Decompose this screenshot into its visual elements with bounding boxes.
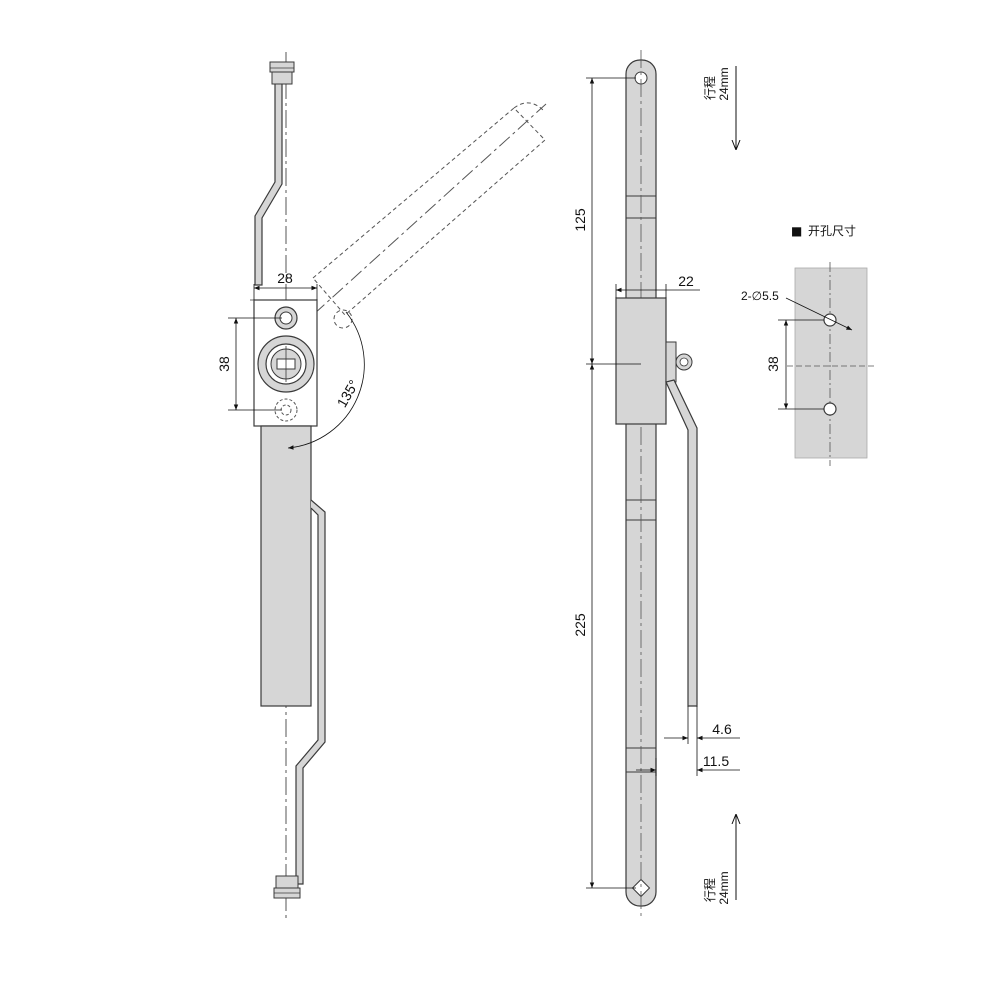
front-handle-rotated-outline: [312, 102, 547, 329]
cutout-hole-bottom: [823, 402, 837, 416]
cutout-title: 开孔尺寸: [808, 224, 856, 238]
side-lock-body: [615, 297, 667, 425]
side-bottom-square-hole: [631, 878, 651, 898]
side-key-nub: [665, 341, 693, 383]
key-cylinder: [257, 335, 315, 393]
cutout-hole-spacing-value: 38: [765, 356, 781, 372]
front-upper-rod: [254, 70, 283, 286]
front-lower-rod: [295, 499, 326, 885]
cutout-hole-top: [823, 313, 837, 327]
side-view: 125 225 22 4.6 11.5 行程: [572, 50, 740, 920]
cutout-panel: [794, 267, 868, 459]
front-top-bolt: [269, 61, 295, 85]
travel-indicator-bottom: 行程 24mm: [702, 814, 736, 905]
side-rod-offset-value: 11.5: [703, 753, 729, 769]
front-view: 28 38 135°: [216, 52, 547, 918]
side-rod-thickness-value: 4.6: [712, 721, 732, 737]
side-dimension-thickness: 22: [615, 273, 700, 298]
cutout-dimension-holes: 2-∅5.5: [741, 289, 853, 331]
side-dimension-rod-thickness: 4.6: [664, 706, 740, 744]
travel-bottom-label: 行程: [702, 878, 717, 902]
front-dimension-hole-spacing: 38: [216, 317, 282, 411]
side-upper-length-value: 125: [572, 208, 588, 232]
travel-top-label: 行程: [702, 76, 717, 100]
cutout-title-marker: ■: [791, 224, 802, 238]
side-thickness-value: 22: [678, 273, 694, 289]
travel-bottom-value: 24mm: [717, 871, 731, 904]
side-dimension-rod-offset: 11.5: [636, 744, 740, 776]
cutout-view: ■ 开孔尺寸 2-∅5.5 38: [741, 224, 875, 466]
side-handle-arm: [665, 379, 698, 707]
front-handle: [260, 425, 312, 707]
side-dimension-lengths: 125 225: [572, 77, 641, 889]
front-dimension-width: 28: [253, 270, 318, 300]
front-width-value: 28: [277, 270, 293, 286]
travel-indicator-top: 行程 24mm: [702, 66, 736, 150]
side-lower-length-value: 225: [572, 613, 588, 637]
front-hole-spacing-value: 38: [216, 356, 232, 372]
front-bottom-bolt: [273, 875, 301, 899]
cutout-holes-value: 2-∅5.5: [741, 289, 779, 303]
cutout-dimension-hole-spacing: 38: [765, 319, 824, 410]
travel-top-value: 24mm: [717, 67, 731, 100]
front-angle-value: 135°: [333, 377, 361, 410]
